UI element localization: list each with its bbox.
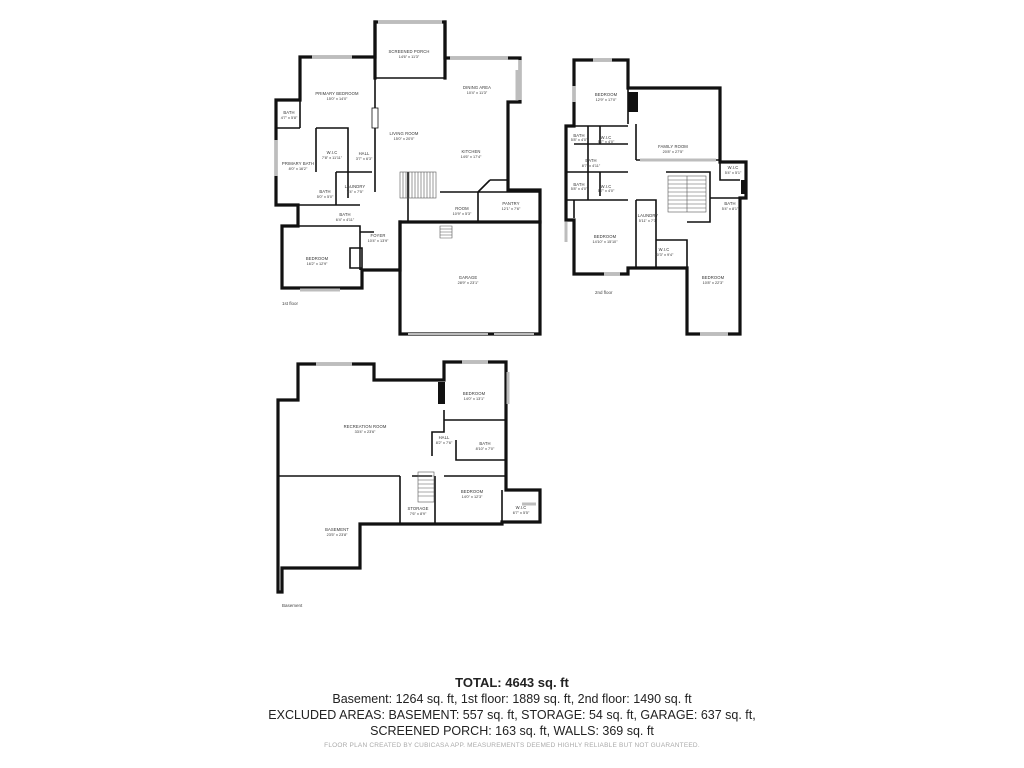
first-floor-room-labels: SCREENED PORCH 14'6" x 11'3" PRIMARY BED… xyxy=(281,49,521,285)
room-name: W.I.C xyxy=(601,184,612,189)
room-dim: 5'7" x 4'0" xyxy=(598,189,615,193)
room-name: HALL xyxy=(439,435,450,440)
room-name: LAUNDRY xyxy=(345,184,366,189)
room-dim: 5'8" x 4'0" xyxy=(571,187,588,191)
room-name: BASEMENT xyxy=(325,527,349,532)
room-dim: 14'0" x 13'1" xyxy=(464,397,485,401)
room-name: BATH xyxy=(319,189,330,194)
room-name: BEDROOM xyxy=(306,256,329,261)
room-dim: 12'9" x 17'0" xyxy=(596,98,617,102)
excluded-areas: EXCLUDED AREAS: BASEMENT: 557 sq. ft, ST… xyxy=(268,708,756,722)
room-dim: 10'9" x 5'3" xyxy=(453,212,472,216)
room-dim: 14'6" x 11'3" xyxy=(399,55,420,59)
room-name: LAUNDRY xyxy=(638,213,659,218)
room-dim: 14'10" x 15'10" xyxy=(592,240,618,244)
room-dim: 15'0" x 20'0" xyxy=(394,137,415,141)
room-name: BATH xyxy=(724,201,735,206)
room-dim: 5'11" x 7'3" xyxy=(639,219,658,223)
room-dim: 8'7" x 4'11" xyxy=(582,164,601,168)
room-dim: 14'6" x 17'4" xyxy=(461,155,482,159)
room-name: FAMILY ROOM xyxy=(658,144,688,149)
room-dim: 28'9" x 23'1" xyxy=(458,281,479,285)
room-name: W.I.C xyxy=(327,150,338,155)
first-floor-plan: SCREENED PORCH 14'6" x 11'3" PRIMARY BED… xyxy=(274,20,542,336)
room-dim: 23'5" x 23'8" xyxy=(327,533,348,537)
room-name: BATH xyxy=(573,182,584,187)
floor-plan-diagram: SCREENED PORCH 14'6" x 11'3" PRIMARY BED… xyxy=(274,20,748,608)
second-floor-label: 2nd floor xyxy=(595,290,613,295)
room-dim: 15'0" x 14'0" xyxy=(327,97,348,101)
room-name: LIVING ROOM xyxy=(389,131,418,136)
room-name: SCREENED PORCH xyxy=(389,49,430,54)
room-name: W.I.C xyxy=(659,247,670,252)
room-dim: 12'1" x 7'6" xyxy=(502,207,521,211)
room-dim: 7'8" x 11'11" xyxy=(322,156,343,160)
excluded-areas-continued: SCREENED PORCH: 163 sq. ft, WALLS: 369 s… xyxy=(370,724,654,738)
basement-plan: BEDROOM 14'0" x 13'1" RECREATION ROOM 33… xyxy=(276,360,542,608)
room-dim: 6'7" x 5'5" xyxy=(513,511,530,515)
room-name: W.I.C xyxy=(601,135,612,140)
room-dim: 7'4" x 7'5" xyxy=(347,190,364,194)
first-floor-label: 1st floor xyxy=(282,301,299,306)
disclaimer-text: FLOOR PLAN CREATED BY CUBICASA APP. MEAS… xyxy=(324,742,700,749)
room-dim: 5'7" x 4'0" xyxy=(598,140,615,144)
room-name: BATH xyxy=(479,441,490,446)
room-dim: 5'8" x 4'0" xyxy=(571,138,588,142)
room-name: PRIMARY BEDROOM xyxy=(315,91,359,96)
room-name: KITCHEN xyxy=(461,149,480,154)
room-name: BEDROOM xyxy=(595,92,618,97)
room-name: PANTRY xyxy=(502,201,519,206)
room-name: PRIMARY BATH xyxy=(282,161,314,166)
room-name: W.I.C xyxy=(516,505,527,510)
room-dim: 3'7" x 6'3" xyxy=(356,157,373,161)
total-area: TOTAL: 4643 sq. ft xyxy=(455,675,569,690)
room-name: BATH xyxy=(339,212,350,217)
room-name: BEDROOM xyxy=(463,391,486,396)
room-dim: 10'8" x 22'3" xyxy=(703,281,724,285)
room-name: W.I.C xyxy=(728,165,739,170)
room-name: RECREATION ROOM xyxy=(344,424,387,429)
room-dim: 8'2" x 7'6" xyxy=(436,441,453,445)
second-floor-room-labels: BEDROOM 12'9" x 17'0" BATH 5'8" x 4'0" W… xyxy=(571,92,742,285)
second-floor-plan: BEDROOM 12'9" x 17'0" BATH 5'8" x 4'0" W… xyxy=(564,58,748,336)
room-dim: 14'0" x 12'3" xyxy=(462,495,483,499)
room-name: ROOM xyxy=(455,206,469,211)
room-name: BATH xyxy=(573,133,584,138)
room-dim: 5'0" x 5'0" xyxy=(317,195,334,199)
room-dim: 10'3" x 9'4" xyxy=(655,253,674,257)
basement-room-labels: BEDROOM 14'0" x 13'1" RECREATION ROOM 33… xyxy=(325,391,530,537)
room-dim: 20'8" x 27'5" xyxy=(663,150,684,154)
room-dim: 5'4" x 5'1" xyxy=(725,171,742,175)
room-name: BEDROOM xyxy=(461,489,484,494)
room-name: HALL xyxy=(359,151,370,156)
room-dim: 8'0" x 16'2" xyxy=(289,167,308,171)
room-dim: 7'6" x 8'9" xyxy=(410,512,427,516)
room-dim: 8'10" x 7'0" xyxy=(476,447,495,451)
room-name: BEDROOM xyxy=(702,275,725,280)
room-dim: 10'4" x 13'9" xyxy=(368,239,389,243)
room-name: BEDROOM xyxy=(594,234,617,239)
room-name: GARAGE xyxy=(459,275,478,280)
room-name: BATH xyxy=(283,110,294,115)
room-dim: 16'2" x 12'9" xyxy=(307,262,328,266)
room-name: FOYER xyxy=(371,233,386,238)
room-dim: 10'4" x 11'3" xyxy=(467,91,488,95)
room-dim: 4'7" x 5'8" xyxy=(281,116,298,120)
room-dim: 6'4" x 4'11" xyxy=(336,218,355,222)
floor-areas: Basement: 1264 sq. ft, 1st floor: 1889 s… xyxy=(332,692,692,706)
room-name: BATH xyxy=(585,158,596,163)
room-dim: 33'4" x 23'6" xyxy=(355,430,376,434)
room-name: DINING AREA xyxy=(463,85,491,90)
basement-label: Basement xyxy=(282,603,303,608)
room-name: STORAGE xyxy=(407,506,428,511)
area-summary: TOTAL: 4643 sq. ft Basement: 1264 sq. ft… xyxy=(0,674,1024,739)
room-dim: 5'4" x 8'1" xyxy=(722,207,739,211)
